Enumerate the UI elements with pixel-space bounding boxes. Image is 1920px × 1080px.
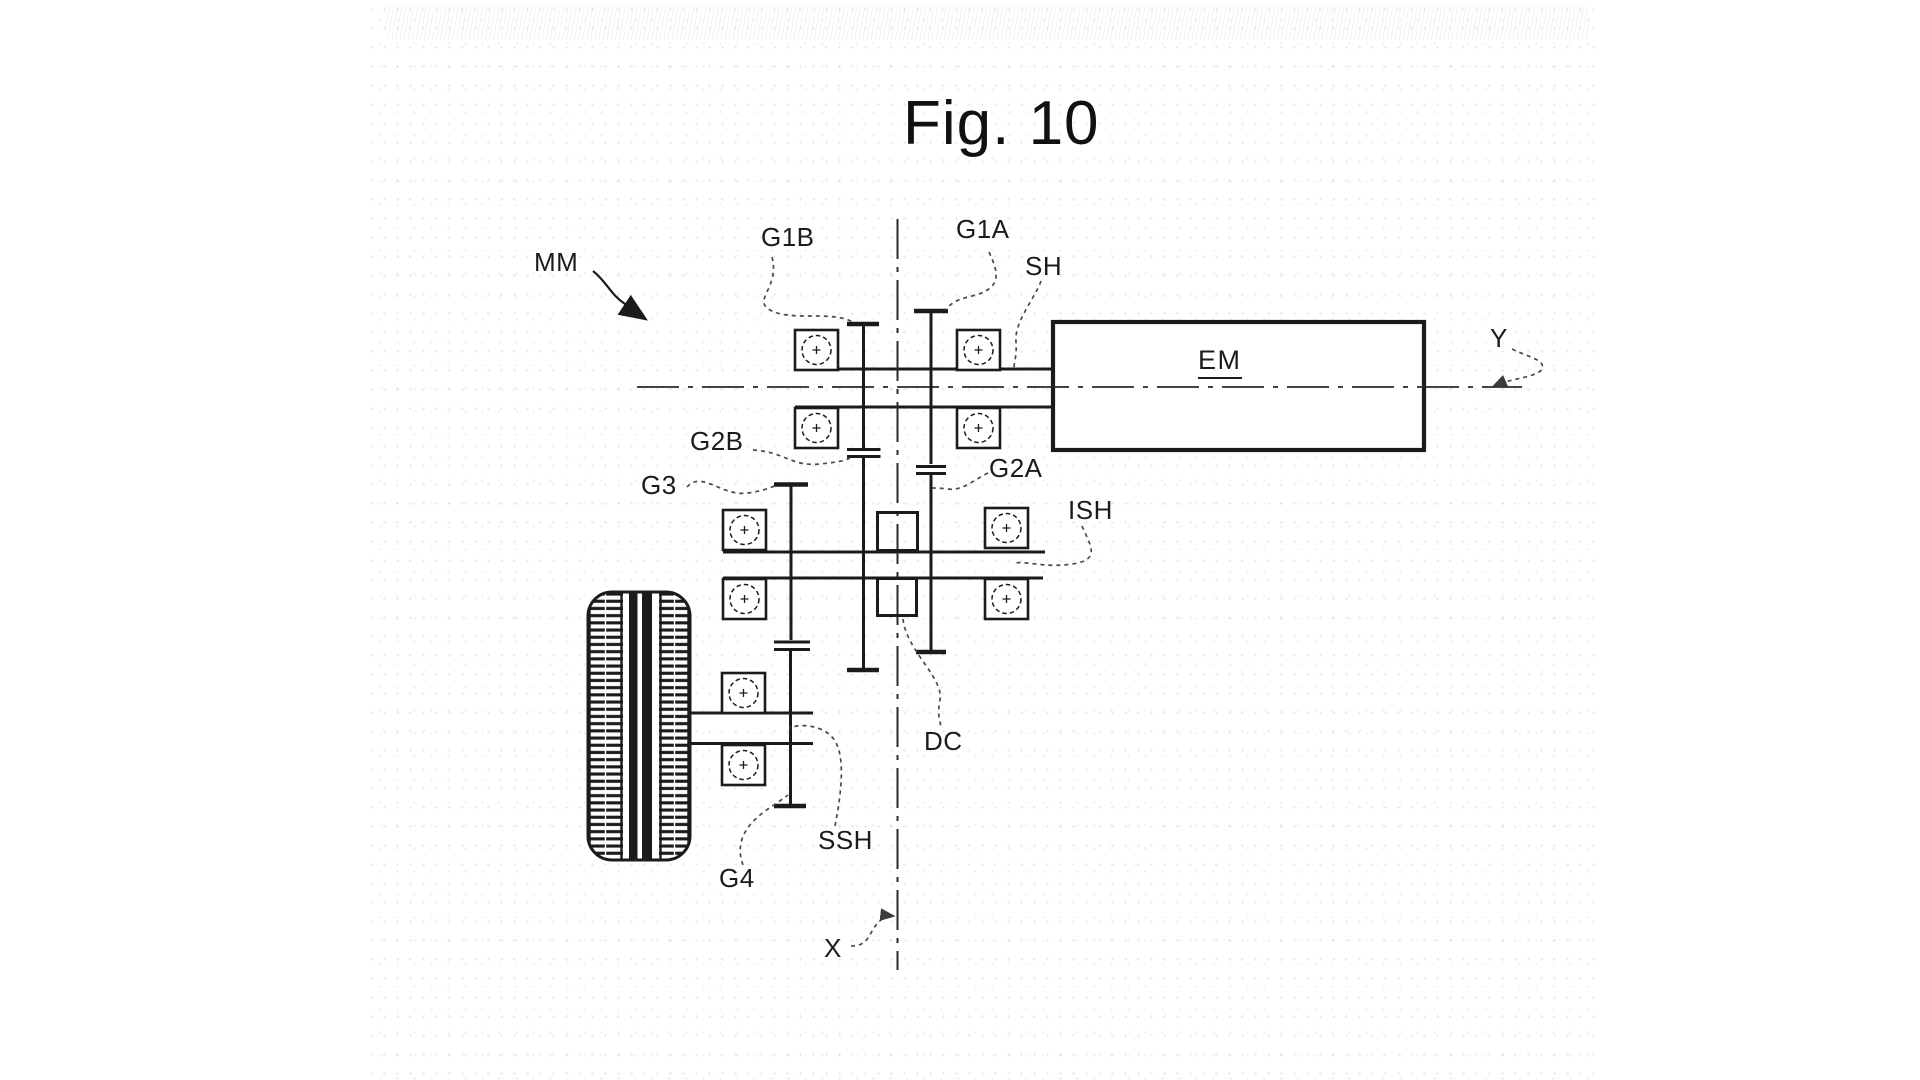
leader-g2a (931, 472, 989, 491)
label-g2b: G2B (690, 426, 744, 456)
gear-g2a (916, 475, 946, 655)
bearing (793, 328, 840, 372)
bearing (720, 671, 767, 715)
bearing (721, 508, 768, 552)
label-g3: G3 (641, 470, 677, 500)
bearing (793, 406, 840, 450)
shaft-sh (795, 367, 1053, 409)
bearing (720, 743, 767, 787)
leader-dc (902, 618, 942, 728)
label-mm: MM (534, 247, 579, 277)
mesh-g1b-g2b (847, 448, 881, 458)
mesh-g3-g4 (774, 640, 810, 651)
leader-ssh (788, 724, 843, 827)
label-dc: DC (924, 726, 963, 756)
leader-g1b (763, 256, 854, 323)
gear-g3 (774, 482, 808, 640)
dog-clutch (876, 511, 919, 617)
bearings (720, 328, 1030, 787)
label-ssh: SSH (818, 825, 873, 855)
wheel-tire (586, 590, 692, 862)
bearing (955, 328, 1002, 372)
leader-g4 (739, 794, 789, 866)
leader-g3 (686, 480, 778, 495)
label-g1b: G1B (761, 222, 815, 252)
mm-arrow (592, 270, 648, 321)
leader-g1a (945, 251, 997, 311)
shaft-ssh (688, 711, 813, 745)
leader-ish (1012, 525, 1092, 567)
bearing (955, 406, 1002, 450)
shaft-ish (723, 550, 1045, 580)
label-em: EM (1198, 345, 1242, 379)
label-g2a: G2A (989, 453, 1043, 483)
label-sh: SH (1025, 251, 1063, 281)
bearing (721, 577, 768, 621)
bearing (983, 577, 1030, 621)
scan-paper-texture (365, 0, 1597, 1080)
mesh-g1a-g2a (916, 465, 946, 475)
gear-g2b (847, 458, 879, 673)
leader-g2b (752, 449, 851, 466)
gear-g1b (847, 321, 879, 448)
label-ish: ISH (1068, 495, 1113, 525)
label-g1a: G1A (956, 214, 1010, 244)
label-y-axis: Y (1490, 323, 1508, 353)
scan-noise-band (385, 6, 1590, 40)
figure-title: Fig. 10 (903, 89, 1100, 158)
leader-x (850, 908, 896, 947)
gear-g1a (914, 308, 948, 464)
label-x-axis: X (824, 933, 842, 963)
bearing (983, 506, 1030, 550)
leader-sh (1013, 280, 1042, 369)
label-g4: G4 (719, 863, 755, 893)
leader-y (1491, 348, 1544, 388)
electric-machine-box (1050, 319, 1427, 453)
gear-g4 (774, 651, 806, 809)
